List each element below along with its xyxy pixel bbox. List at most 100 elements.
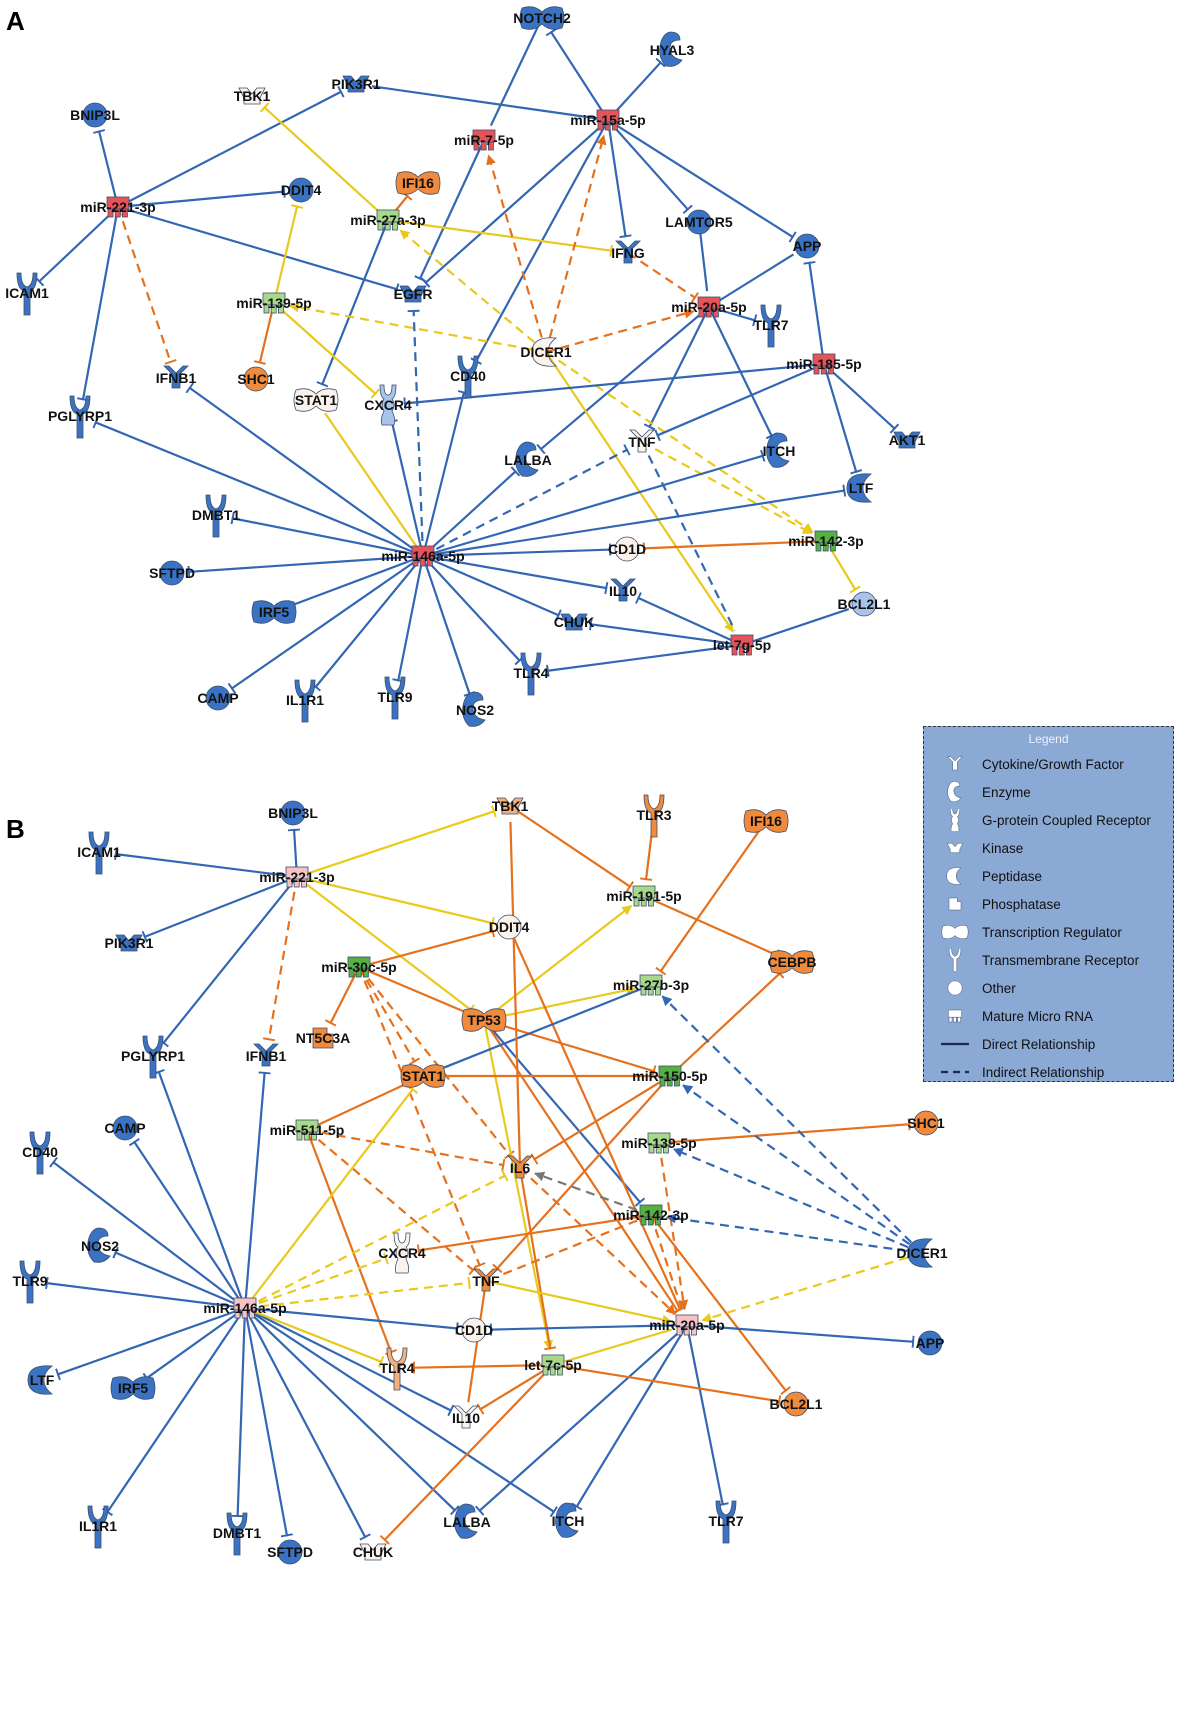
networkB-node-pik3r1: PIK3R1 (104, 934, 154, 952)
networkA-node-label-camp: CAMP (197, 690, 238, 706)
networkA-node-ddit4: DDIT4 (281, 177, 321, 203)
legend-item: Other (924, 974, 1173, 1002)
networkB-node-pglyrp1: PGLYRP1 (121, 1035, 185, 1079)
networkA-node-notch2: NOTCH2 (513, 6, 571, 30)
networkA-node-label-mir142: miR-142-3p (788, 533, 863, 549)
networkA-edge-miR185-LTF (822, 363, 863, 475)
networkA-node-tlr9: TLR9 (378, 676, 413, 720)
networkA-node-mir20a: miR-20a-5p (671, 296, 747, 318)
networkB-node-label-tnf: TNF (472, 1273, 500, 1289)
networkB-node-label-ddit4: DDIT4 (489, 919, 530, 935)
networkA-edge-miR146a-DMBT1 (230, 512, 424, 558)
networkA-node-cd1d: CD1D (608, 536, 646, 562)
networkA-edge-miR146a-IL10 (422, 554, 609, 595)
networkB-edge-TBK1-miR191 (509, 805, 635, 893)
legend-item-label: Other (982, 980, 1016, 996)
networkA-node-shc1: SHC1 (237, 366, 275, 392)
networkB-node-tp53: TP53 (461, 1008, 507, 1032)
legend-item: Mature Micro RNA (924, 1002, 1173, 1030)
networkB-edge-miR511-TLR4 (305, 1129, 397, 1356)
networkA-edge-DICER1-miR20a (545, 308, 695, 354)
networkA-node-label-mir185: miR-185-5p (786, 356, 861, 372)
networkB-node-nt5c3a: NT5C3A (296, 1027, 350, 1049)
networkB-node-mir511: miR-511-5p (270, 1119, 344, 1141)
networkA-node-tnf: TNF (628, 429, 656, 453)
networkA-edge-miR146a-CHUK (422, 554, 562, 622)
direct-line-icon (940, 1033, 970, 1055)
legend-item: Indirect Relationship (924, 1058, 1173, 1086)
networkB-edge-let7c-miR20a (552, 1328, 672, 1367)
networkA-edge-miR146a-CD1D (422, 543, 612, 558)
networkB-edge-miR146a-LALBA (244, 1307, 460, 1516)
networkB-edge-miR20a-APP (686, 1323, 915, 1348)
networkB-edge-TP53-let7c (482, 1019, 553, 1351)
networkB-node-mir142: miR-142-3p (613, 1204, 689, 1226)
networkA-edge-let7g-IL10 (635, 592, 743, 647)
networkB-edge-DDIT4-miR20a (507, 926, 686, 1313)
networkB-node-tnf: TNF (472, 1268, 500, 1292)
networkA-node-label-icam1: ICAM1 (5, 285, 49, 301)
networkA-node-label-mir146a: miR-146a-5p (381, 548, 464, 564)
networkA-node-cxcr4: CXCR4 (364, 384, 412, 426)
networkB-node-ltf: LTF (27, 1365, 55, 1395)
networkB-edge-miR146a-SFTPD (243, 1307, 293, 1538)
networkB-node-label-tbk1: TBK1 (492, 798, 529, 814)
networkA-node-label-cxcr4: CXCR4 (364, 397, 412, 413)
networkA-node-ifi16: IFI16 (395, 171, 441, 195)
networkB-node-bnip3l: BNIP3L (268, 800, 318, 826)
networkA-node-label-bcl2l1: BCL2L1 (838, 596, 891, 612)
legend-item-label: Phosphatase (982, 896, 1061, 912)
networkA-edge-miR185-CXCR4 (403, 362, 825, 410)
networkA-edge-miR20a-LALBA (536, 306, 710, 455)
peptidase-icon (940, 865, 970, 887)
networkA-edge-miR146a-NOS2 (421, 555, 476, 697)
networkB-edge-TP53-miR150 (483, 1018, 657, 1078)
networkB-edge-miR146a-TLR4 (244, 1306, 385, 1368)
networkB-edge-miR146a-CD40 (49, 1156, 246, 1309)
networkA-node-label-il10: IL10 (609, 583, 637, 599)
legend-item-label: Kinase (982, 840, 1024, 856)
networkB-node-label-lalba: LALBA (443, 1514, 490, 1530)
networkB-node-label-tlr3: TLR3 (637, 807, 672, 823)
networkB-edge-miR146a-CD1D (244, 1306, 459, 1335)
networkA-node-label-il1r1: IL1R1 (286, 692, 324, 708)
legend-item: Direct Relationship (924, 1030, 1173, 1058)
networkB-edge-DICER1-miR27b (661, 995, 923, 1254)
networkA-node-label-let7g: let-7g-5p (713, 637, 771, 653)
networkA-edge-miR146a-STAT1 (324, 412, 424, 557)
networkB-edge-let7c-TLR4 (412, 1361, 554, 1374)
networkA-node-label-mir15a: miR-15a-5p (570, 112, 645, 128)
networkB-node-label-camp: CAMP (104, 1120, 145, 1136)
networkA-edge-miR221-PGLYRP1 (76, 206, 120, 402)
networkB-edge-TP53-miR191 (483, 904, 633, 1021)
networkA-node-label-lamtor5: LAMTOR5 (665, 214, 733, 230)
networkB-node-label-ifi16: IFI16 (750, 813, 782, 829)
networkB-edge-miR146a-CHUK (244, 1307, 371, 1541)
networkB-edge-miR221-ICAM1 (114, 848, 298, 879)
networkB-node-cebpb: CEBPB (767, 950, 817, 974)
networkB-node-stat1: STAT1 (400, 1064, 446, 1088)
networkB-edge-miR20a-CD1D (489, 1323, 688, 1336)
networkA-node-mir27a: miR-27a-3p (350, 209, 426, 231)
networkB-node-camp: CAMP (104, 1115, 146, 1141)
networkB-edge-miR142-IL6 (534, 1171, 652, 1217)
networkB-node-label-tp53: TP53 (467, 1012, 501, 1028)
legend-item: Cytokine/Growth Factor (924, 750, 1173, 778)
networkB-edge-miR221-IFNB1 (262, 876, 299, 1042)
networkA-edge-miR146a-IFNB1 (185, 382, 424, 557)
indirect-line-icon (940, 1061, 970, 1083)
networkA-edge-miR221-BNIP3L (93, 129, 120, 208)
other-icon (940, 977, 970, 999)
networkB-node-label-il10: IL10 (452, 1410, 480, 1426)
networkB-edge-miR30c-TP53 (358, 965, 472, 1020)
networkB-edge-miR146a-DMBT1 (231, 1307, 247, 1518)
networkB-node-label-app: APP (916, 1335, 945, 1351)
networkB-node-label-il6: IL6 (510, 1160, 530, 1176)
networkA-edge-miR15a-NOTCH2 (545, 28, 609, 121)
networkB-node-label-bcl2l1: BCL2L1 (770, 1396, 823, 1412)
networkA-edge-miR185-AKT1 (823, 363, 900, 434)
networkA-node-label-akt1: AKT1 (889, 432, 926, 448)
networkB-node-label-il1r1: IL1R1 (79, 1518, 117, 1534)
